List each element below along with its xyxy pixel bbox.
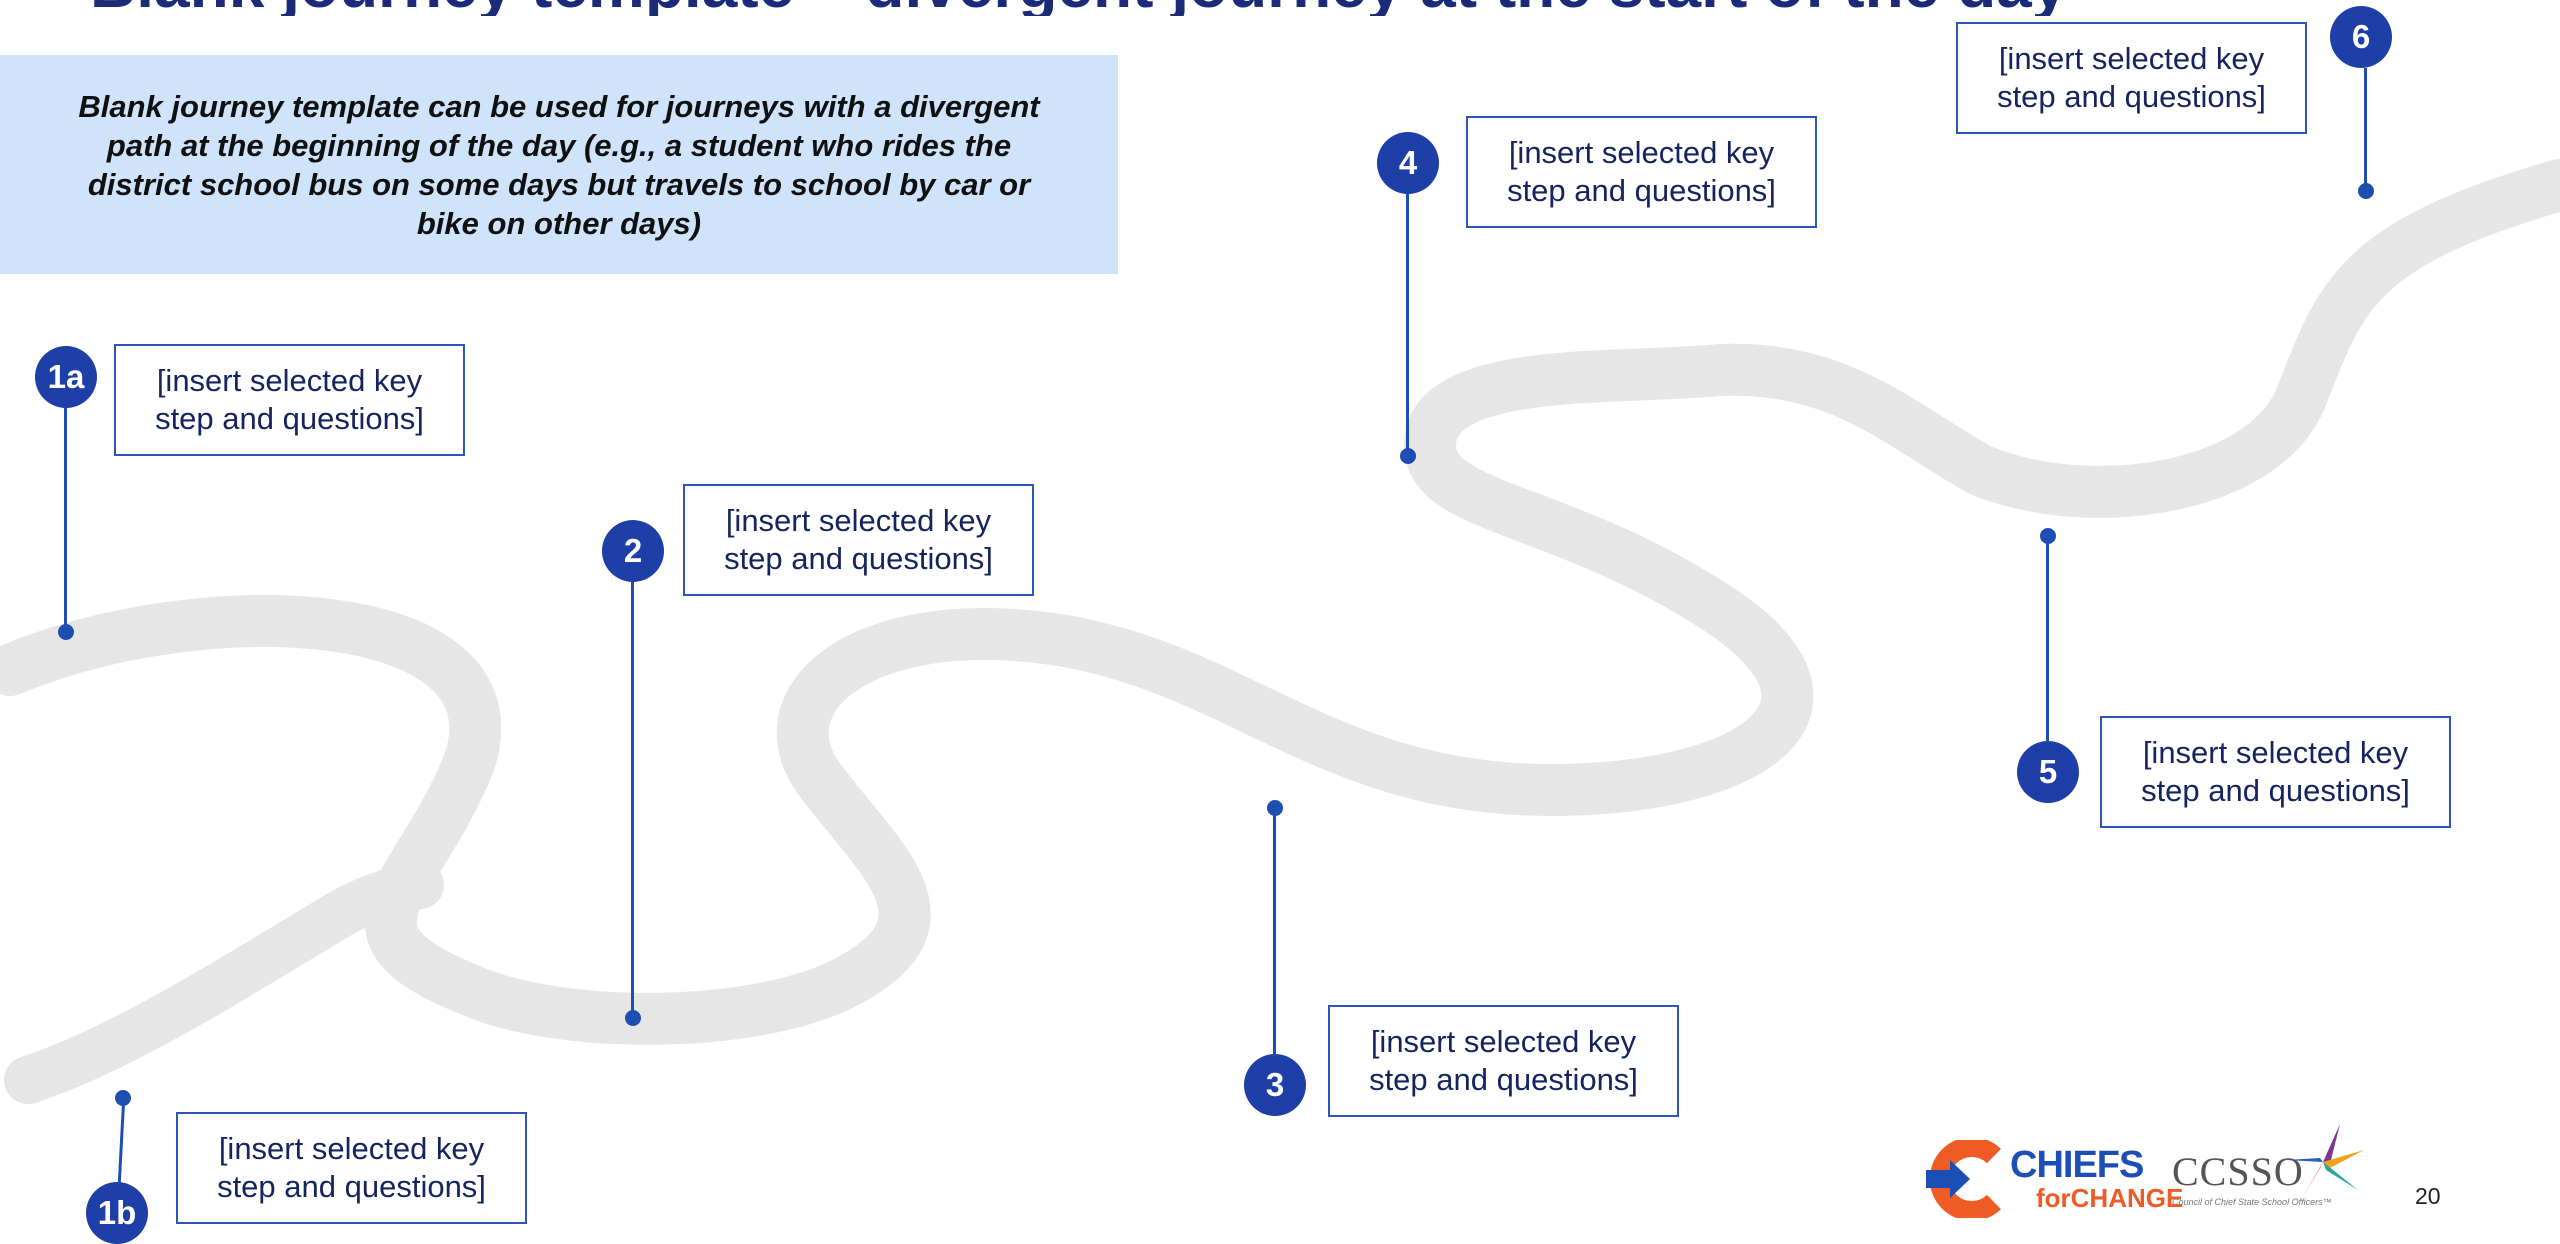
ccsso-logo: CCSSO Council of Chief State School Offi… xyxy=(2170,1120,2370,1220)
road-branch-1a xyxy=(0,159,2560,1045)
chiefs-wordmark: CHIEFS xyxy=(2010,1144,2144,1186)
callout-box: Blank journey template can be used for j… xyxy=(0,55,1118,274)
step-connector-1a xyxy=(64,408,67,633)
step-point-1b xyxy=(115,1090,131,1106)
road-branch-1b xyxy=(4,861,444,1104)
step-point-6 xyxy=(2358,183,2374,199)
step-connector-5 xyxy=(2046,536,2049,743)
step-box-5[interactable]: [insert selected key step and questions] xyxy=(2100,716,2451,828)
step-marker-4: 4 xyxy=(1377,132,1439,194)
step-box-4[interactable]: [insert selected key step and questions] xyxy=(1466,116,1817,228)
step-connector-4 xyxy=(1406,194,1409,456)
step-connector-6 xyxy=(2364,68,2367,192)
ccsso-wordmark: CCSSO xyxy=(2172,1149,2304,1194)
step-point-2 xyxy=(625,1010,641,1026)
step-marker-2: 2 xyxy=(602,520,664,582)
step-box-6[interactable]: [insert selected key step and questions] xyxy=(1956,22,2307,134)
ccsso-tagline: Council of Chief State School Officers™ xyxy=(2172,1197,2332,1207)
step-point-3 xyxy=(1267,800,1283,816)
step-marker-5: 5 xyxy=(2017,741,2079,803)
step-marker-1b: 1b xyxy=(86,1182,148,1244)
page-number: 20 xyxy=(2415,1183,2441,1209)
step-connector-3 xyxy=(1273,808,1276,1056)
step-text-1a: [insert selected key step and questions] xyxy=(155,363,424,436)
step-box-3[interactable]: [insert selected key step and questions] xyxy=(1328,1005,1679,1117)
step-point-4 xyxy=(1400,448,1416,464)
step-text-3: [insert selected key step and questions] xyxy=(1369,1024,1638,1097)
chiefs-for-change-logo: CHIEFS forCHANGE xyxy=(1924,1140,2183,1218)
for-change-wordmark: forCHANGE xyxy=(2036,1183,2184,1213)
step-marker-1a: 1a xyxy=(35,346,97,408)
ccsso-star-icon xyxy=(2286,1124,2364,1198)
step-box-1a[interactable]: [insert selected key step and questions] xyxy=(114,344,465,456)
step-marker-6: 6 xyxy=(2330,6,2392,68)
slide-title: Blank journey template – divergent journ… xyxy=(90,0,2290,16)
step-box-2[interactable]: [insert selected key step and questions] xyxy=(683,484,1034,596)
callout-text: Blank journey template can be used for j… xyxy=(78,88,1040,241)
chiefs-mark-icon xyxy=(1926,1140,2001,1218)
step-point-5 xyxy=(2040,528,2056,544)
step-text-2: [insert selected key step and questions] xyxy=(724,503,993,576)
step-marker-3: 3 xyxy=(1244,1054,1306,1116)
step-box-1b[interactable]: [insert selected key step and questions] xyxy=(176,1112,527,1224)
step-connector-2 xyxy=(631,582,634,1018)
step-text-6: [insert selected key step and questions] xyxy=(1997,41,2266,114)
step-point-1a xyxy=(58,624,74,640)
step-text-4: [insert selected key step and questions] xyxy=(1507,135,1776,208)
step-text-5: [insert selected key step and questions] xyxy=(2141,735,2410,808)
step-text-1b: [insert selected key step and questions] xyxy=(217,1131,486,1204)
